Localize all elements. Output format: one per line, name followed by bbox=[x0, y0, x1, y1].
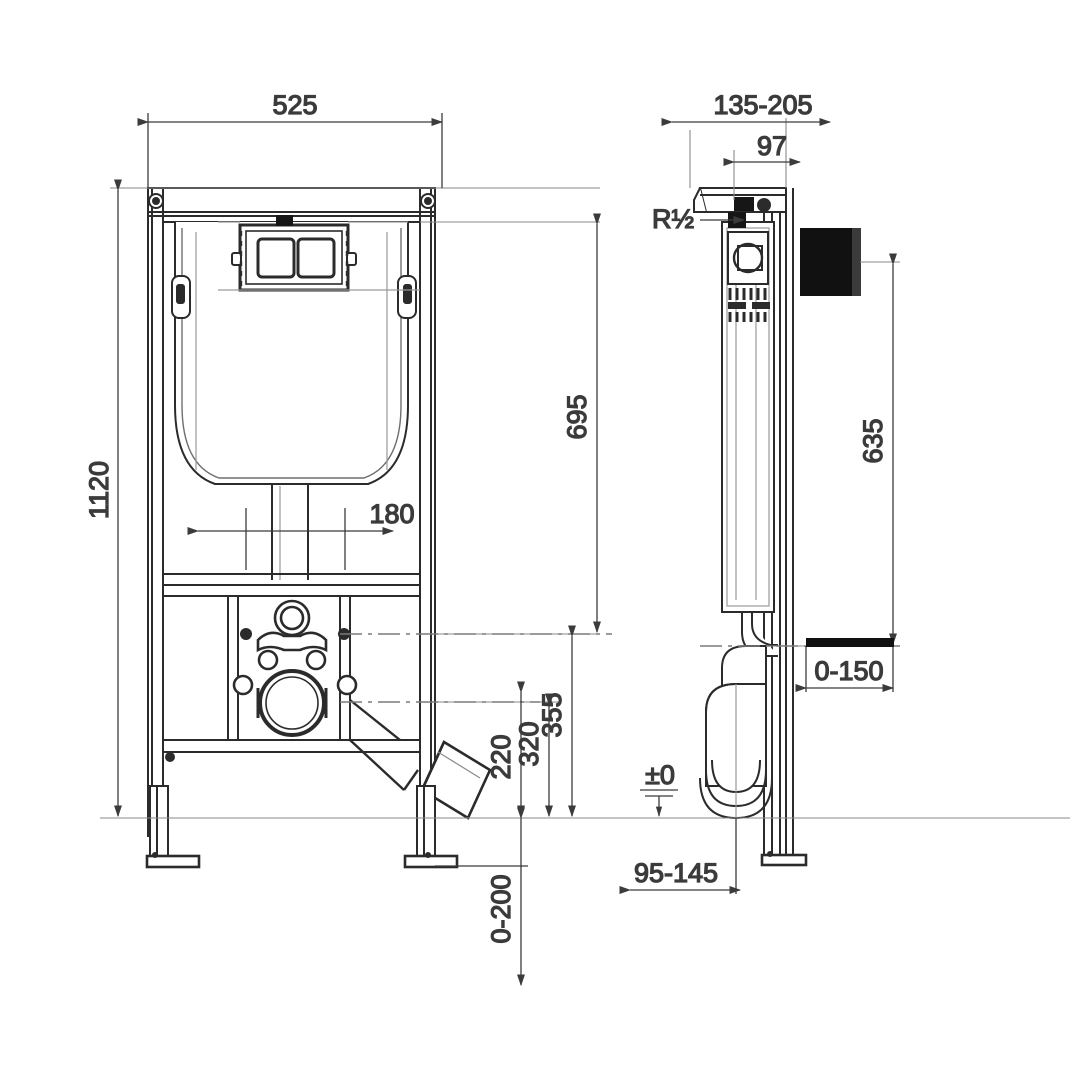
fixing-screw-right bbox=[420, 193, 436, 209]
cistern-grip-right bbox=[397, 275, 417, 319]
flush-plate-block bbox=[800, 228, 861, 296]
cistern-grip-left bbox=[171, 275, 191, 319]
dim-label-1120: 1120 bbox=[84, 461, 114, 519]
level-symbol-zero: ±0 bbox=[640, 759, 678, 818]
flush-plate-aperture bbox=[218, 215, 420, 292]
side-top-rail bbox=[693, 187, 787, 213]
dim-0-200: 0-200 bbox=[435, 807, 528, 987]
dim-label-180: 180 bbox=[369, 499, 414, 529]
dim-1120: 1120 bbox=[83, 179, 122, 818]
dim-180: 180 bbox=[187, 498, 415, 570]
dim-label-220: 220 bbox=[486, 734, 516, 779]
side-serration-detail bbox=[728, 288, 770, 322]
dim-220: 220 bbox=[485, 681, 525, 818]
front-elevation-view bbox=[145, 187, 492, 869]
dim-label-320: 320 bbox=[514, 721, 544, 766]
side-waste-bend bbox=[699, 683, 773, 820]
dimension-layer: 525 1120 180 695 355 320 bbox=[83, 89, 897, 987]
dim-label-97: 97 bbox=[757, 131, 787, 161]
fixing-screw-left bbox=[148, 193, 164, 209]
dim-label-695: 695 bbox=[562, 394, 592, 439]
wall-line bbox=[785, 188, 794, 862]
leg-pin-left bbox=[165, 752, 175, 762]
dim-label-635: 635 bbox=[858, 418, 888, 463]
waste-elbow-front bbox=[349, 699, 419, 791]
dim-label-0-200: 0-200 bbox=[486, 874, 516, 943]
connection-bay bbox=[163, 596, 420, 753]
dim-97: 97 bbox=[723, 130, 802, 166]
frame-leg-left bbox=[145, 785, 201, 869]
leader-r-half: R½ bbox=[651, 203, 746, 235]
dim-label-525: 525 bbox=[272, 90, 317, 120]
flush-connector-assembly bbox=[232, 599, 358, 737]
dim-635: 635 bbox=[857, 253, 897, 646]
dim-525: 525 bbox=[137, 89, 444, 188]
dim-label-95-145: 95-145 bbox=[634, 858, 718, 888]
side-elevation-view bbox=[693, 187, 861, 867]
dim-label-135-205: 135-205 bbox=[713, 90, 812, 120]
dim-135-205: 135-205 bbox=[661, 89, 832, 126]
dim-0-150: 0-150 bbox=[795, 638, 895, 692]
dim-label-0-150: 0-150 bbox=[814, 656, 883, 686]
dim-95-145: 95-145 bbox=[619, 818, 742, 894]
water-inlet-fitting bbox=[727, 212, 769, 285]
dim-label-zero: ±0 bbox=[645, 760, 675, 790]
frame-leg-right bbox=[403, 785, 459, 869]
frame-mid-rail bbox=[163, 573, 420, 597]
dim-695: 695 bbox=[561, 213, 601, 634]
dim-label-r-half: R½ bbox=[652, 204, 694, 234]
